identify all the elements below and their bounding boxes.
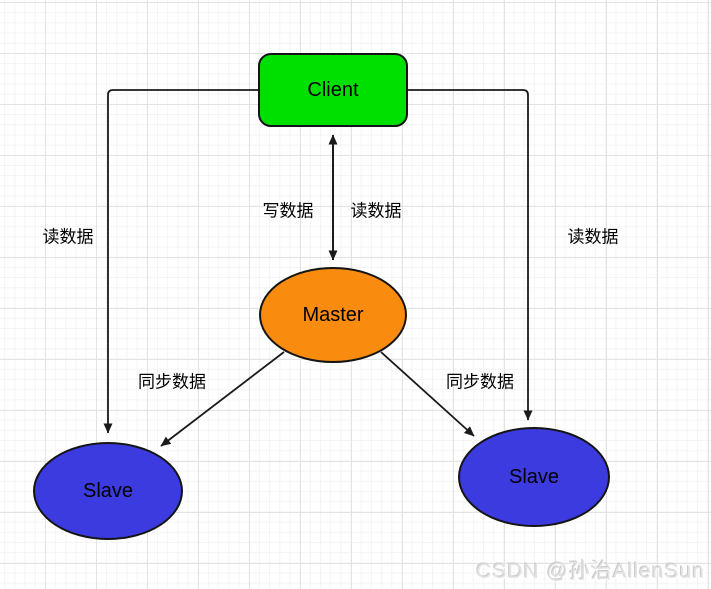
edge-label-read-data-right: 读数据	[567, 227, 619, 247]
edge-label-read-data-center: 读数据	[350, 201, 402, 221]
edge-label-write-data: 写数据	[262, 201, 314, 221]
node-slave-left: Slave	[33, 442, 183, 540]
node-slave-left-label: Slave	[82, 479, 134, 502]
edge-client-to-slave-right	[408, 89, 533, 421]
edge-master-to-slave-right	[380, 351, 475, 437]
node-slave-right-label: Slave	[508, 465, 560, 488]
node-master: Master	[259, 267, 407, 363]
edge-label-sync-data-right: 同步数据	[446, 372, 514, 392]
csdn-watermark: CSDN @孙治AllenSun	[476, 560, 705, 583]
node-slave-right: Slave	[458, 427, 610, 527]
edge-master-to-slave-left	[160, 351, 285, 447]
node-master-label: Master	[302, 303, 364, 326]
node-client: Client	[258, 53, 408, 127]
edge-label-sync-data-left: 同步数据	[138, 372, 206, 392]
edge-label-read-data-left: 读数据	[42, 227, 94, 247]
edge-client-to-slave-left	[103, 89, 258, 434]
node-client-label: Client	[307, 78, 359, 101]
